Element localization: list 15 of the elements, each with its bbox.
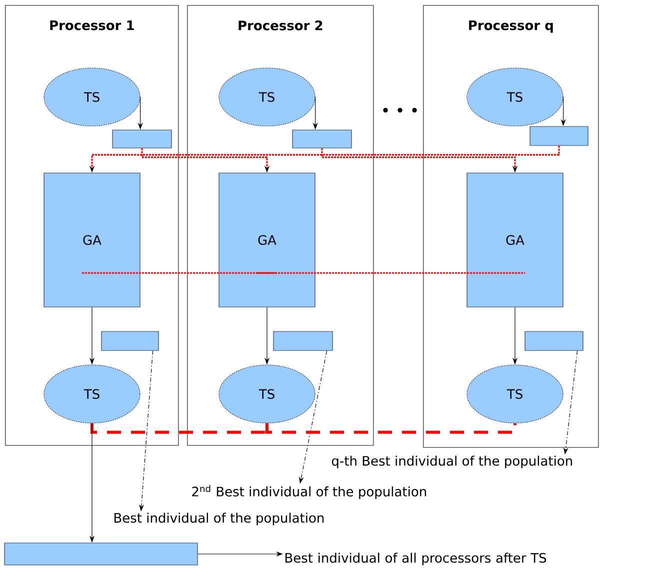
caption-text: q-th Best individual of the population bbox=[332, 456, 572, 468]
individual-box bbox=[292, 130, 352, 148]
individual-box bbox=[101, 331, 159, 351]
individual-box bbox=[273, 331, 333, 351]
ga-box: GA bbox=[466, 172, 564, 308]
caption-text: 2$^{nd}$ Best individual of the population bbox=[192, 485, 426, 499]
individual-box bbox=[4, 542, 198, 566]
individual-box bbox=[112, 130, 172, 148]
ga-box: GA bbox=[218, 172, 316, 308]
individual-box bbox=[524, 331, 584, 351]
ellipsis: • • • bbox=[383, 108, 417, 112]
caption-text: Best individual of the population bbox=[114, 512, 324, 526]
caption-text: Best individual of all processors after TS bbox=[285, 552, 546, 566]
ga-box: GA bbox=[44, 172, 140, 308]
individual-box bbox=[530, 126, 588, 146]
